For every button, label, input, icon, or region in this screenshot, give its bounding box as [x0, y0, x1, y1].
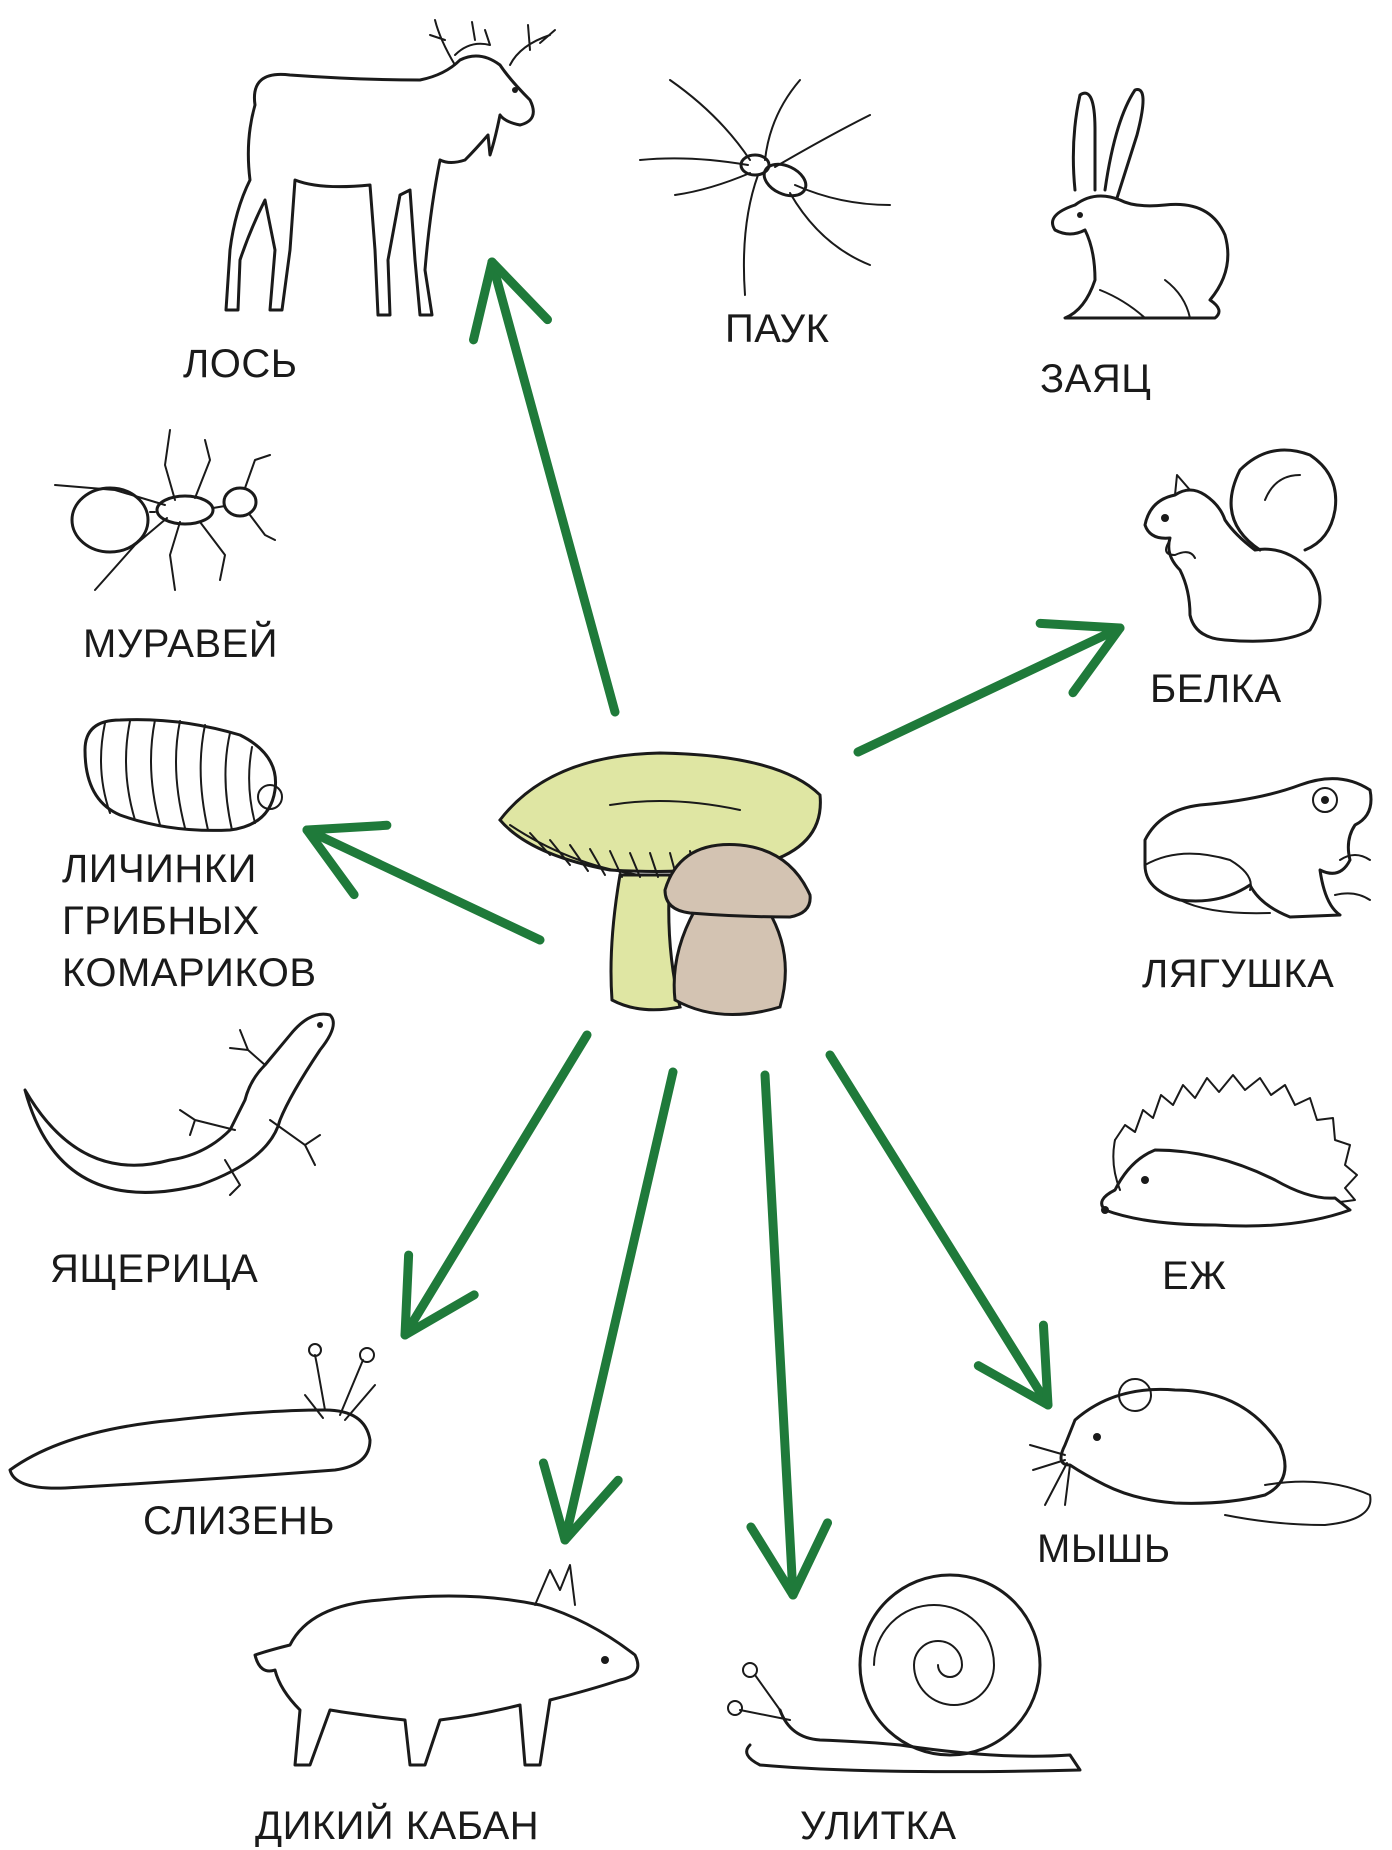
larvae-label-line2: ГРИБНЫХ — [62, 897, 260, 945]
hare-label: ЗАЯЦ — [1040, 355, 1151, 403]
spider-icon — [630, 75, 900, 305]
larvae-label-line1: ЛИЧИНКИ — [62, 845, 257, 893]
lizard-icon — [20, 1010, 340, 1220]
ant-icon — [55, 430, 275, 595]
spider-label: ПАУК — [725, 305, 829, 353]
hare-icon — [1025, 80, 1235, 325]
larva-segments — [101, 720, 255, 830]
porcini-stem — [674, 910, 785, 1015]
squirrel-label: БЕЛКА — [1150, 665, 1282, 713]
snail-label: УЛИТКА — [800, 1802, 957, 1850]
mushroom-icon — [490, 745, 830, 1025]
hedgehog-label: ЕЖ — [1162, 1252, 1227, 1300]
elk-label: ЛОСЬ — [183, 340, 298, 388]
hedgehog-icon — [1095, 1070, 1365, 1230]
mouse-icon — [1025, 1375, 1375, 1525]
boar-icon — [250, 1560, 650, 1775]
porcini-cap — [665, 845, 810, 917]
arrow-to-lizard — [405, 1035, 587, 1335]
arrow-to-mouse — [830, 1055, 1048, 1405]
arrow-to-snail — [765, 1075, 793, 1595]
frog-icon — [1140, 765, 1375, 925]
arrow-to-squirrel — [858, 628, 1120, 752]
squirrel-icon — [1135, 440, 1345, 645]
arrow-to-boar — [565, 1072, 673, 1540]
larvae-label-line3: КОМАРИКОВ — [62, 949, 317, 997]
lizard-label: ЯЩЕРИЦА — [50, 1245, 258, 1293]
slug-label: СЛИЗЕНЬ — [143, 1497, 335, 1545]
snail-icon — [720, 1570, 1090, 1780]
slug-icon — [5, 1340, 400, 1490]
ant-label: МУРАВЕЙ — [83, 620, 278, 668]
larva-icon — [80, 715, 285, 835]
boar-label: ДИКИЙ КАБАН — [255, 1802, 539, 1850]
mouse-label: МЫШЬ — [1037, 1525, 1171, 1573]
elk-icon — [210, 10, 560, 330]
frog-label: ЛЯГУШКА — [1142, 950, 1334, 998]
